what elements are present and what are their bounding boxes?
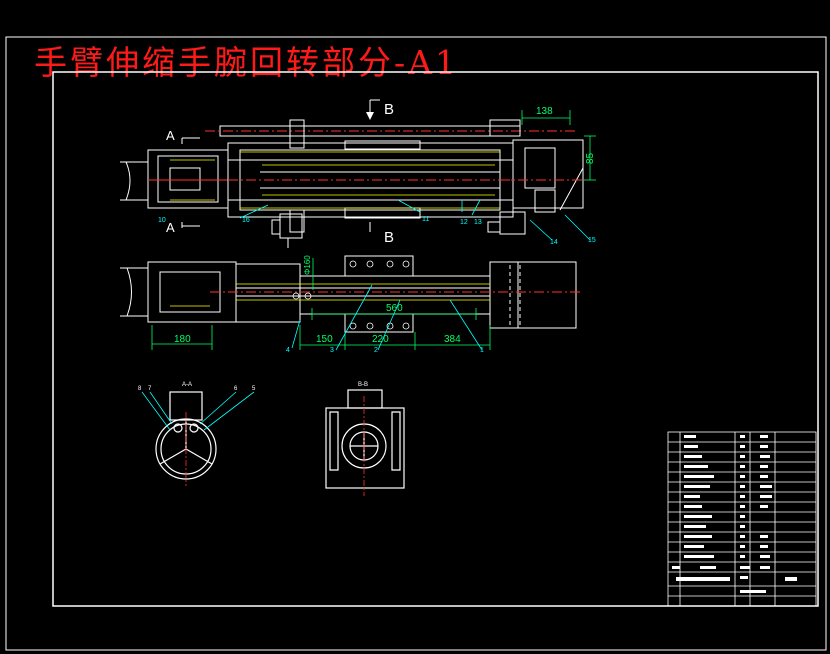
balloon-2: 2: [374, 347, 378, 354]
balloon-15: 15: [588, 237, 596, 244]
front-elevation-hatch: [170, 151, 500, 209]
section-aa-leaders: [141, 391, 255, 431]
dimension-85: 85: [585, 152, 596, 164]
dimension-138: 138: [536, 106, 553, 117]
sheet-outer-border: [5, 36, 827, 651]
section-aa-balloons: 8 7 6 5 A-A: [138, 382, 256, 392]
view-aa-label: A-A: [182, 382, 192, 388]
section-b-markers: B B: [366, 99, 394, 246]
section-b-top-label: B: [384, 101, 394, 118]
balloon-5: 5: [252, 386, 256, 392]
drawing-title: 手臂伸缩手腕回转部分-A1: [34, 43, 459, 82]
dimension-384: 384: [444, 334, 461, 345]
plan-view-balloons: 4 3 2 1: [286, 347, 484, 354]
dimension-560: 560: [386, 303, 403, 314]
balloon-7: 7: [148, 386, 152, 392]
front-elevation-dimensions: [521, 110, 596, 181]
section-a-markers: A A: [166, 128, 200, 235]
balloon-16: 16: [242, 217, 250, 224]
dimension-180: 180: [174, 334, 191, 345]
plan-view: [120, 255, 580, 333]
balloon-12: 12: [460, 219, 468, 226]
title-block-cell-marks: [672, 435, 797, 593]
front-elevation-leaders: [239, 199, 591, 241]
front-elevation: [120, 119, 585, 248]
plan-view-hatch: [170, 283, 490, 307]
balloon-3: 3: [330, 347, 334, 354]
plan-view-leaders: [291, 284, 483, 351]
dimension-150: 150: [316, 334, 333, 345]
dimension-phi160: Φ160: [303, 255, 312, 275]
balloon-6: 6: [234, 386, 238, 392]
view-bb-label: B-B: [358, 382, 368, 388]
plan-view-bolts: [292, 260, 410, 330]
balloon-4: 4: [286, 347, 290, 354]
section-a-bottom-label: A: [166, 220, 175, 235]
balloon-8: 8: [138, 386, 142, 392]
balloon-1: 1: [480, 347, 484, 354]
dimension-220: 220: [372, 334, 389, 345]
sheet-inner-border: [52, 71, 819, 607]
section-b-bottom-label: B: [384, 229, 394, 246]
balloon-14: 14: [550, 239, 558, 246]
section-aa-view: [155, 391, 217, 486]
title-block: [667, 431, 817, 607]
section-a-top-label: A: [166, 128, 175, 143]
balloon-11: 11: [422, 216, 429, 223]
front-elevation-balloons: 16 11 12 13 14 15 10: [158, 216, 596, 246]
plan-view-dimensions: [151, 258, 491, 350]
section-bb-view: [325, 389, 405, 496]
balloon-10: 10: [158, 217, 166, 224]
balloon-13: 13: [474, 219, 482, 226]
